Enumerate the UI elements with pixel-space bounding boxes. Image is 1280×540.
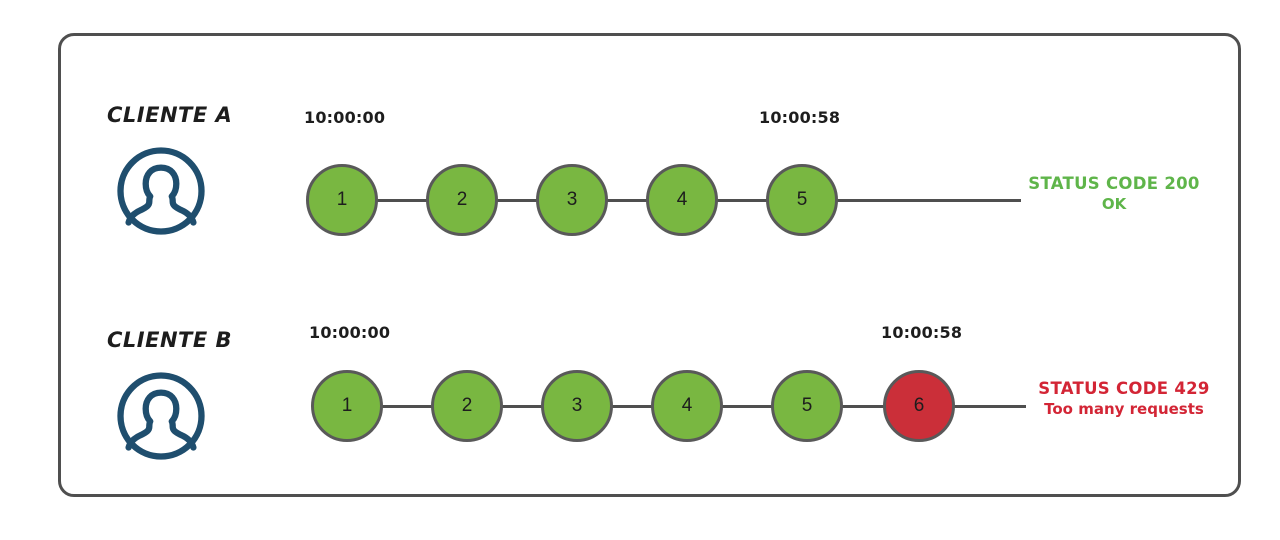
request-node-number: 6 [913,395,925,416]
request-node-number: 1 [341,395,353,416]
status-b-code: STATUS CODE 429 [1038,379,1210,398]
timestamp-b-end: 10:00:58 [881,323,963,342]
request-node-a-1[interactable]: 1 [306,164,378,236]
status-b-message: Too many requests [1044,399,1204,418]
request-node-a-2[interactable]: 2 [426,164,498,236]
diagram-frame: CLIENTE A 10:00:00 10:00:58 1 2 3 4 [58,33,1241,497]
request-node-b-1[interactable]: 1 [311,370,383,442]
status-a-message: OK [1101,194,1127,213]
request-node-b-5[interactable]: 5 [771,370,843,442]
status-a: STATUS CODE 200 OK [1024,174,1204,213]
request-node-number: 3 [566,189,578,210]
client-b-label: CLIENTE B [107,328,233,352]
request-node-number: 5 [796,189,808,210]
status-b: STATUS CODE 429 Too many requests [1024,379,1224,418]
client-row-b: CLIENTE B 10:00:00 10:00:58 1 2 3 4 [61,281,1238,481]
request-node-number: 5 [801,395,813,416]
person-avatar-icon [116,371,206,461]
timeline-a: 10:00:00 10:00:58 1 2 3 4 5 STATUS CODE … [61,56,1238,256]
request-node-number: 2 [461,395,473,416]
request-node-a-3[interactable]: 3 [536,164,608,236]
request-node-number: 3 [571,395,583,416]
request-node-b-3[interactable]: 3 [541,370,613,442]
timeline-b: 10:00:00 10:00:58 1 2 3 4 5 6 STATUS [61,281,1238,481]
timestamp-a-end: 10:00:58 [759,108,841,127]
client-row-a: CLIENTE A 10:00:00 10:00:58 1 2 3 4 [61,56,1238,256]
timestamp-b-start: 10:00:00 [309,323,391,342]
request-node-b-2[interactable]: 2 [431,370,503,442]
request-node-number: 4 [676,189,688,210]
status-a-code: STATUS CODE 200 [1028,174,1200,193]
person-avatar-icon [116,146,206,236]
request-node-number: 4 [681,395,693,416]
request-node-b-6[interactable]: 6 [883,370,955,442]
request-node-number: 1 [336,189,348,210]
client-a-label: CLIENTE A [107,103,233,127]
request-node-a-5[interactable]: 5 [766,164,838,236]
request-node-number: 2 [456,189,468,210]
request-node-a-4[interactable]: 4 [646,164,718,236]
timestamp-a-start: 10:00:00 [304,108,386,127]
request-node-b-4[interactable]: 4 [651,370,723,442]
